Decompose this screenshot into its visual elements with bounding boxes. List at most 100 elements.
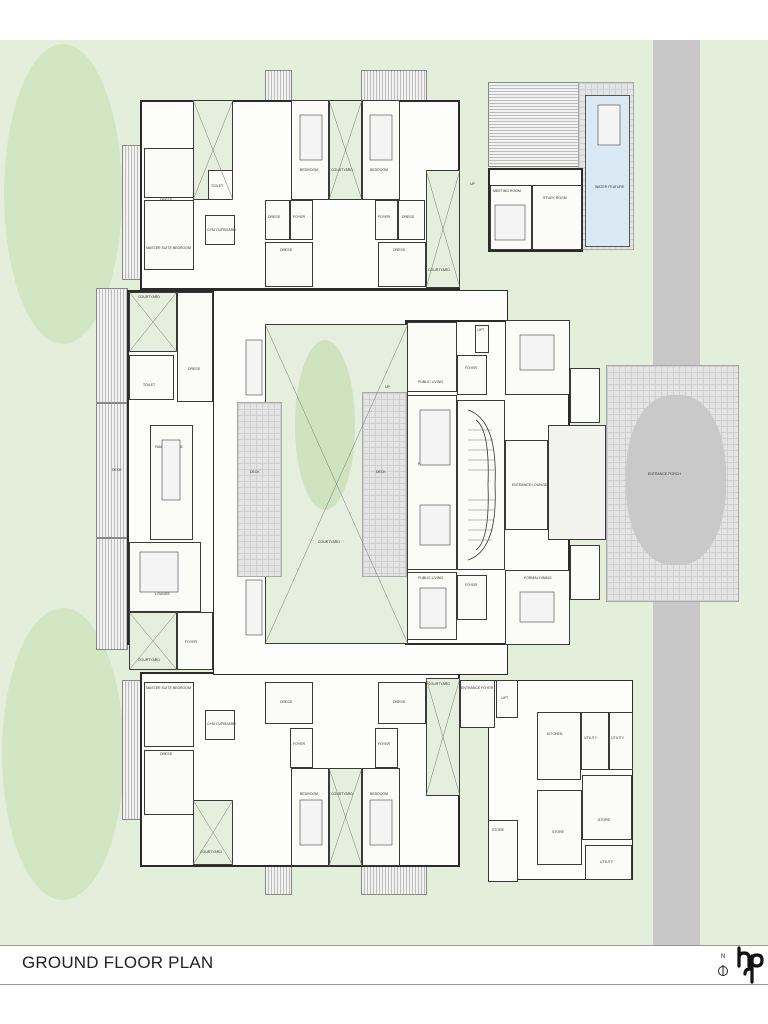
lounge-label: LOUNGE	[155, 592, 170, 596]
north-foyer-2	[375, 200, 398, 240]
south-gym-cupboard-label: GYM CUPBOARD	[207, 722, 236, 726]
courtyard-lawn	[295, 340, 355, 510]
utility-2	[609, 712, 633, 770]
south-courtyard-middle-label: COURTYARD	[331, 792, 353, 796]
plan-title: GROUND FLOOR PLAN	[22, 953, 214, 972]
north-dress-4-label: DRESS	[280, 248, 293, 252]
entrance-foyer-service-label: ENTRANCE FOYER	[461, 686, 494, 690]
bedroom-south-2-label: BEDROOM	[370, 792, 389, 796]
title-block	[0, 945, 768, 985]
north-dress-5	[378, 242, 426, 287]
utility-2-label: UTILITY	[611, 736, 625, 740]
porch-store-north	[570, 368, 600, 423]
north-foyer-1	[290, 200, 313, 240]
courtyard-deck-east-label: DECK	[376, 470, 386, 474]
south-dress-1	[144, 750, 194, 815]
north-dress-2	[265, 200, 290, 240]
master-suite-bedroom-south-label: MASTER SUITE BEDROOM	[146, 686, 191, 690]
porch-store-south	[570, 545, 600, 600]
water-feature-label: WATER FEATURE	[595, 185, 625, 189]
east-foyer-south	[457, 575, 487, 620]
south-dress-1-label: DRESS	[160, 752, 173, 756]
south-dress-3	[378, 682, 426, 724]
courtyard-deck-west-label: DECK	[250, 470, 260, 474]
hpa-logo-icon	[737, 946, 764, 984]
store-3-label: STORE	[492, 828, 504, 832]
master-suite-bedroom-north-label: MASTER SUITE BEDROOM	[146, 246, 191, 250]
north-gym-cupboard-label: GYM CUPBOARD	[207, 228, 236, 232]
store-1-label: STORE	[598, 818, 610, 822]
master-suite-bedroom-south	[144, 682, 194, 747]
south-dress-2-label: DRESS	[280, 700, 293, 704]
west-foyer	[177, 612, 213, 670]
north-courtyard-east-label: COURTYARD	[428, 268, 450, 272]
north-arrow-icon: N	[718, 954, 728, 976]
store-2	[537, 790, 582, 865]
lawn-south-west	[2, 608, 124, 900]
bedroom-south-1-label: BEDROOM	[300, 792, 319, 796]
meeting-room-label: MEETING ROOM	[493, 189, 521, 193]
south-courtyard-east-label: COURTYARD	[428, 682, 450, 686]
east-foyer-south-label: FOYER	[465, 583, 478, 587]
north-toilet-1-label: TOILET	[211, 184, 224, 188]
north-dress-2-label: DRESS	[268, 215, 281, 219]
utility-1	[581, 712, 609, 770]
study-room	[532, 185, 582, 250]
kitchen	[537, 712, 581, 780]
entrance-foyer-service	[460, 680, 495, 728]
courtyard-deck-west	[237, 402, 282, 577]
north-foyer-2-label: FOYER	[378, 215, 391, 219]
master-suite-bedroom-north	[144, 200, 194, 270]
lift-south	[496, 680, 518, 718]
bedroom-north-1-label: BEDROOM	[300, 168, 319, 172]
west-dress	[177, 292, 213, 402]
north-gym-cupboard	[205, 215, 235, 245]
entrance-porch-drive	[626, 395, 726, 565]
entrance-lounge-label: ENTRANCE LOUNGE	[512, 483, 548, 487]
bedroom-north-2-label: BEDROOM	[370, 168, 389, 172]
lift-north	[475, 325, 489, 353]
west-foyer-label: FOYER	[185, 640, 198, 644]
south-foyer-1	[290, 728, 313, 768]
south-dress-2	[265, 682, 313, 724]
lift-north-label: LIFT	[477, 328, 485, 332]
utility-3	[585, 845, 632, 880]
kitchen-label: KITCHEN	[547, 732, 563, 736]
west-toilet	[129, 355, 174, 400]
south-gym-cupboard	[205, 710, 235, 740]
north-dress-1	[144, 148, 194, 198]
utility-1-label: UTILITY	[584, 736, 598, 740]
west-dress-label: DRESS	[188, 367, 201, 371]
south-courtyard-west-label: COURTYARD	[200, 850, 222, 854]
deck-west-label: DECK	[112, 468, 122, 472]
store-1	[582, 775, 632, 840]
entrance-porch-label: ENTRANCE PORCH	[648, 472, 681, 476]
lift-south-label: LIFT	[501, 696, 509, 700]
entrance-foyer	[548, 425, 606, 540]
north-courtyard-middle-label: COURTYARD	[331, 168, 353, 172]
stair-up-north: UP	[470, 182, 475, 186]
public-living-south-label: PUBLIC LIVING	[418, 576, 444, 580]
stair-hall	[457, 400, 505, 570]
public-living-north-label: PUBLIC LIVING	[418, 380, 444, 384]
courtyard-label: COURTYARD	[318, 540, 340, 544]
north-foyer-1-label: FOYER	[293, 215, 306, 219]
courtyard-deck-east	[362, 392, 407, 577]
south-foyer-2-label: FOYER	[378, 742, 391, 746]
west-toilet-label: TOILET	[143, 383, 156, 387]
study-room-label: STUDY ROOM	[543, 196, 567, 200]
north-toilet-1	[208, 170, 233, 200]
store-3	[488, 820, 518, 882]
south-foyer-2	[375, 728, 398, 768]
south-dress-3-label: DRESS	[393, 700, 406, 704]
utility-3-label: UTILITY	[600, 860, 614, 864]
east-foyer-north-label: FOYER	[465, 366, 478, 370]
public-living-north	[407, 322, 457, 392]
formal-dining-label: FORMAL DINING	[524, 576, 552, 580]
store-2-label: STORE	[552, 830, 564, 834]
south-foyer-1-label: FOYER	[293, 742, 306, 746]
north-dress-3-label: DRESS	[402, 215, 415, 219]
north-dress-4	[265, 242, 313, 287]
entrance-lounge	[505, 440, 548, 530]
north-dress-5-label: DRESS	[393, 248, 406, 252]
